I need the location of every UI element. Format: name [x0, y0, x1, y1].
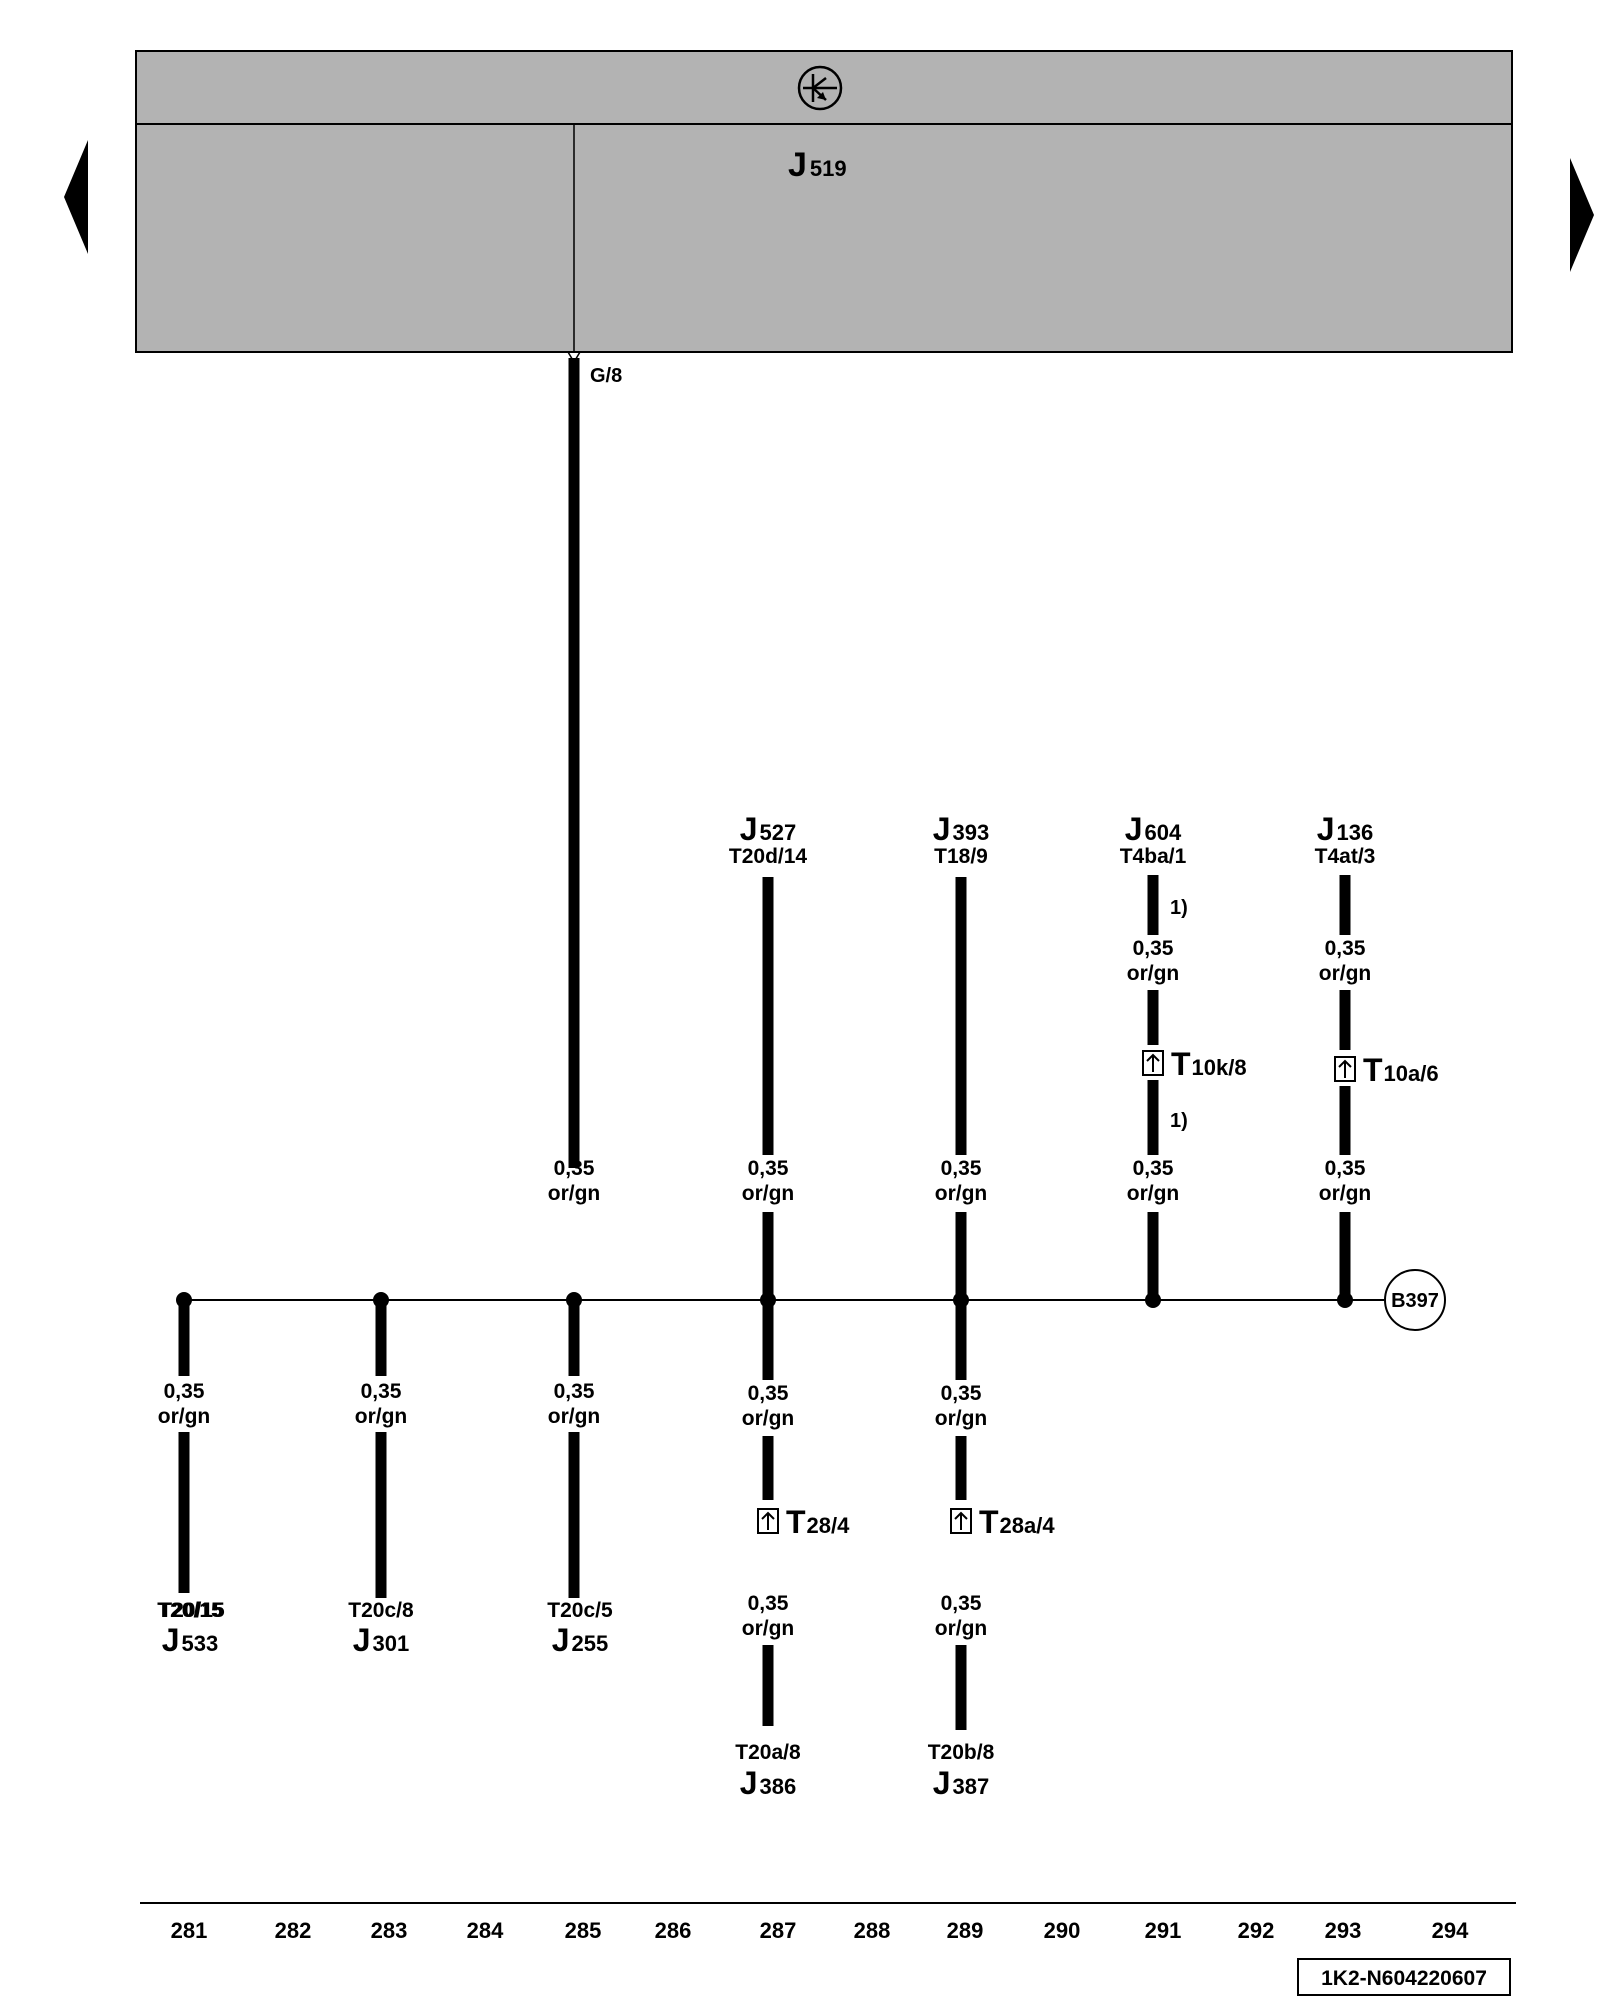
- pin-label-g8: G/8: [590, 365, 622, 387]
- wire-size-label: 0,35: [748, 1382, 789, 1405]
- component-j393: J393: [933, 811, 990, 847]
- wire-color-label: or/gn: [935, 1182, 988, 1205]
- pin-label-j533: T20/15: [159, 1599, 225, 1622]
- pin-label-j387: T20b/8: [928, 1741, 995, 1764]
- wire-color-label: or/gn: [742, 1617, 795, 1640]
- grid-number: 281: [171, 1918, 208, 1943]
- wire-size-label: 0,35: [554, 1157, 595, 1180]
- component-j386: J386: [740, 1765, 797, 1801]
- arrow-left-icon[interactable]: [64, 140, 88, 254]
- arrow-right-icon[interactable]: [1570, 158, 1594, 272]
- grid-number: 290: [1044, 1918, 1081, 1943]
- grid-number: 282: [275, 1918, 312, 1943]
- component-j533: J533: [162, 1622, 219, 1658]
- wire-size-label: 0,35: [164, 1380, 205, 1403]
- grid-number: 293: [1325, 1918, 1362, 1943]
- component-j527: J527: [740, 811, 797, 847]
- component-j387: J387: [933, 1765, 990, 1801]
- grid-number: 287: [760, 1918, 797, 1943]
- footnote-marker: 1): [1170, 1110, 1188, 1132]
- grid-number: 289: [947, 1918, 984, 1943]
- grid-number: 283: [371, 1918, 408, 1943]
- connector-symbol-icon: [1334, 1056, 1356, 1082]
- wire-size-label: 0,35: [941, 1592, 982, 1615]
- pin-label-j255: T20c/5: [547, 1599, 613, 1622]
- junction-dot: [373, 1292, 389, 1308]
- component-j136: J136: [1317, 811, 1374, 847]
- component-j301: J301: [353, 1622, 410, 1658]
- wire-color-label: or/gn: [742, 1182, 795, 1205]
- wire-color-label: or/gn: [158, 1405, 211, 1428]
- connector-t10k: T10k/8: [1171, 1046, 1247, 1082]
- grid-number: 291: [1145, 1918, 1182, 1943]
- diagram-code: 1K2-N604220607: [1321, 1967, 1487, 1990]
- wire-size-label: 0,35: [361, 1380, 402, 1403]
- grid-number: 288: [854, 1918, 891, 1943]
- connector-symbol-icon: [950, 1508, 972, 1534]
- wire-color-label: or/gn: [1127, 962, 1180, 985]
- wire-size-label: 0,35: [748, 1157, 789, 1180]
- wire-size-label: 0,35: [1325, 937, 1366, 960]
- junction-dot: [1145, 1292, 1161, 1308]
- connector-t10a: T10a/6: [1363, 1052, 1439, 1088]
- wire-size-label: 0,35: [554, 1380, 595, 1403]
- grid-number: 294: [1432, 1918, 1469, 1943]
- component-j604: J604: [1125, 811, 1182, 847]
- grid-number: 285: [565, 1918, 602, 1943]
- wire-size-label: 0,35: [941, 1382, 982, 1405]
- junction-dot: [176, 1292, 192, 1308]
- wire-color-label: or/gn: [548, 1405, 601, 1428]
- control-unit-number: 519: [810, 156, 847, 181]
- wire-color-label: or/gn: [1319, 1182, 1372, 1205]
- grid-number: 284: [467, 1918, 504, 1943]
- diagnosis-symbol-icon: [797, 65, 843, 111]
- wire-color-label: or/gn: [548, 1182, 601, 1205]
- junction-dot: [953, 1292, 969, 1308]
- wire-color-label: or/gn: [935, 1407, 988, 1430]
- connector-symbol-icon: [757, 1508, 779, 1534]
- pin-label-j527: T20d/14: [729, 845, 808, 868]
- junction-dot: [1337, 1292, 1353, 1308]
- wire-size-label: 0,35: [1325, 1157, 1366, 1180]
- grid-number: 286: [655, 1918, 692, 1943]
- pin-label-j393: T18/9: [934, 845, 988, 868]
- wire-size-label: 0,35: [1133, 937, 1174, 960]
- pin-label-j136: T4at/3: [1315, 845, 1376, 868]
- wire-color-label: or/gn: [1319, 962, 1372, 985]
- pin-label-j533: T20/15: [157, 1599, 223, 1622]
- wire-color-label: or/gn: [1127, 1182, 1180, 1205]
- wire-color-label: or/gn: [935, 1617, 988, 1640]
- grid-number: 292: [1238, 1918, 1275, 1943]
- pin-label-j301: T20c/8: [348, 1599, 414, 1622]
- control-unit-letter: J: [788, 146, 807, 184]
- junction-dot: [760, 1292, 776, 1308]
- wire-size-label: 0,35: [1133, 1157, 1174, 1180]
- connector-t28: T28/4: [786, 1504, 850, 1540]
- wire-size-label: 0,35: [941, 1157, 982, 1180]
- wire-color-label: or/gn: [742, 1407, 795, 1430]
- connector-t28a: T28a/4: [979, 1504, 1055, 1540]
- pin-label-j386: T20a/8: [735, 1741, 801, 1764]
- wire-color-label: or/gn: [355, 1405, 408, 1428]
- splice-label: B397: [1391, 1290, 1439, 1312]
- wire-size-label: 0,35: [748, 1592, 789, 1615]
- connector-symbol-icon: [1142, 1050, 1164, 1076]
- junction-dot: [566, 1292, 582, 1308]
- pin-label-j604: T4ba/1: [1120, 845, 1187, 868]
- component-j255: J255: [552, 1622, 609, 1658]
- footnote-marker: 1): [1170, 897, 1188, 919]
